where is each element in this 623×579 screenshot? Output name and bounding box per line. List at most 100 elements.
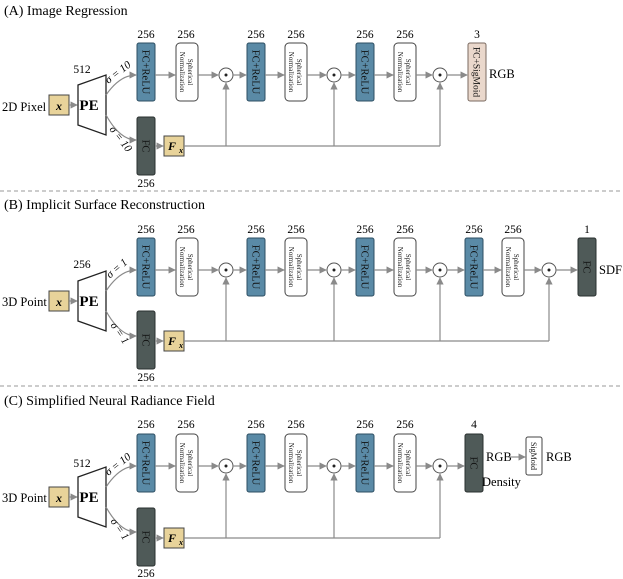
fc-block [136,507,156,567]
spherical-normalization-block [175,42,199,102]
fc-sigmoid-label: FC+SigMoid [471,47,481,97]
fc-block [136,310,156,370]
sigma-top-label: σ = 10 [103,451,134,479]
norm-dim: 256 [287,419,305,431]
fc-relu-dim: 256 [356,29,374,41]
norm-dim: 256 [177,29,195,41]
norm-label-line2: Normalization [178,443,186,484]
fc-relu-block [355,433,375,493]
spherical-normalization-block [393,42,417,102]
output-label: RGB [489,67,515,81]
spherical-normalization-block [284,237,308,297]
pe-dim: 512 [73,458,91,470]
fc-relu-block [246,42,266,102]
pe-label: PE [79,294,98,310]
multiply-dot [547,268,551,272]
spherical-normalization-block [175,237,199,297]
norm-dim: 256 [287,224,305,236]
fc-relu-dim: 256 [356,419,374,431]
fc-relu-label: FC+ReLU [140,441,151,486]
edge [105,266,137,292]
fc-relu-label: FC+ReLU [250,245,261,290]
output-label: SDF [599,263,622,277]
spherical-normalization-block [284,433,308,493]
multiply-dot [438,268,442,272]
fc-relu-dim: 256 [137,29,155,41]
input-label: 2D Pixel [2,100,47,114]
fc-dim: 256 [137,372,155,384]
multiply-dot [332,464,336,468]
section-title: (A) Image Regression [4,4,128,19]
spherical-normalization-block [284,42,308,102]
fc-sigmoid-block [467,42,487,102]
norm-label-line1: Spherical [186,254,194,280]
output-rgb-label: RGB [486,450,512,464]
fc-label: FC [140,334,151,347]
section-image-regression: (A) Image Regression 2D Pixel x PE 512 σ… [2,4,515,190]
pe-dim: 512 [73,64,91,76]
multiply-dot [224,464,228,468]
fc-relu-block [464,237,484,297]
fx-subscript: x [178,538,183,547]
sigma-bottom-label: σ = 1 [108,516,132,542]
edge [105,506,137,536]
multiply-dot [438,464,442,468]
output-density-label: Density [482,475,522,489]
norm-label-line1: Spherical [295,59,303,85]
fc-output-block [464,433,484,493]
section-implicit-surface: (B) Implicit Surface Reconstruction 3D P… [2,198,622,384]
norm-label-line2: Normalization [287,247,295,288]
pe-label: PE [79,98,98,114]
fc-output-label: FC [581,261,592,274]
spherical-normalization-block [501,237,525,297]
fc-relu-label: FC+ReLU [468,245,479,290]
norm-label-line2: Normalization [504,247,512,288]
sigmoid-label: SigMoid [529,442,538,470]
input-label: 3D Point [2,295,47,309]
pe-block [77,74,107,136]
section-title: (B) Implicit Surface Reconstruction [4,198,205,213]
fc-relu-dim: 256 [356,224,374,236]
fx-symbol: F [167,334,176,348]
norm-label-line1: Spherical [186,450,194,476]
multiply-dot [332,73,336,77]
fc-output-label: FC [468,457,479,470]
pe-block [77,270,107,332]
fc-label: FC [140,140,151,153]
norm-label-line1: Spherical [512,254,520,280]
norm-label-line1: Spherical [404,59,412,85]
norm-label-line2: Normalization [287,52,295,93]
norm-label-line2: Normalization [178,52,186,93]
fx-subscript: x [178,146,183,155]
multiply-dot [224,73,228,77]
norm-label-line1: Spherical [186,59,194,85]
sigma-bottom-label: σ = 1 [108,320,132,346]
fc-dim: 256 [137,178,155,190]
fc-relu-label: FC+ReLU [359,441,370,486]
spherical-normalization-block [393,433,417,493]
section-title: (C) Simplified Neural Radiance Field [4,394,215,409]
fc-relu-label: FC+ReLU [250,50,261,95]
spherical-normalization-block [175,433,199,493]
spherical-normalization-block [393,237,417,297]
fc-relu-block [246,433,266,493]
fc-relu-dim: 256 [247,224,265,236]
pe-block [77,466,107,528]
norm-label-line2: Normalization [396,52,404,93]
final-rgb-label: RGB [546,450,572,464]
norm-label-line1: Spherical [295,254,303,280]
fc-dim: 256 [137,568,155,579]
norm-label-line1: Spherical [404,254,412,280]
fc-relu-label: FC+ReLU [140,245,151,290]
section-neural-radiance-field: (C) Simplified Neural Radiance Field 3D … [2,394,572,579]
norm-dim: 256 [287,29,305,41]
fc-relu-dim: 256 [247,29,265,41]
fc-relu-label: FC+ReLU [140,50,151,95]
fc-relu-block [136,42,156,102]
fc-label: FC [140,531,151,544]
output-dim: 3 [474,29,480,41]
norm-label-line2: Normalization [396,443,404,484]
pe-dim: 256 [73,259,91,271]
fx-symbol: F [167,531,176,545]
